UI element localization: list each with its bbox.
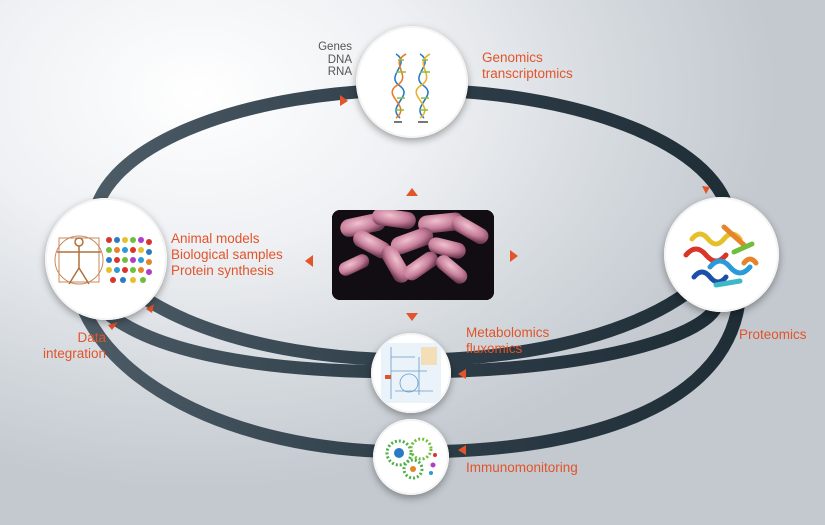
metabolomics-line2: fluxomics (466, 341, 523, 356)
bacteria-micrograph-icon (332, 210, 494, 300)
center-arrow-left (305, 255, 313, 267)
immune-cells-icon (385, 437, 437, 480)
center-arrow-right (510, 250, 518, 262)
center-arrow-down (406, 313, 418, 321)
immunomonitoring-label: Immunomonitoring (466, 460, 578, 476)
bacteria-micrograph (332, 210, 494, 300)
genomics-label-line2: transcriptomics (482, 66, 573, 81)
animal-models-node (45, 198, 167, 320)
proteomics-label: Proteomics (739, 327, 807, 343)
proteomics-label-line1: Proteomics (739, 327, 807, 342)
ring-arrow-top-right (702, 186, 710, 194)
vitruvian-man-icon (54, 235, 152, 285)
protein-structure-icon (683, 224, 759, 288)
center-arrow-up (406, 188, 418, 196)
data-integration-line2: integration (42, 346, 106, 361)
rna-label: RNA (327, 66, 352, 78)
data-integration-line1: Data (77, 330, 106, 345)
metabolomics-line1: Metabolomics (466, 325, 550, 340)
genomics-node (356, 26, 468, 138)
genomics-side-labels: Genes DNA RNA (300, 41, 352, 79)
ring-arrow-left-inner (146, 304, 154, 313)
dna-double-helix-icon (391, 53, 431, 123)
animal-models-label: Animal models Biological samples Protein… (171, 231, 283, 279)
metabolic-pathway-icon (381, 343, 441, 403)
genes-label: Genes (318, 41, 352, 53)
ring-arrow-immuno (458, 445, 466, 455)
metabolomics-label: Metabolomics fluxomics (466, 325, 549, 357)
dna-label: DNA (327, 53, 352, 66)
animal-models-line1: Animal models (171, 231, 260, 246)
ring-arrow-left-lower (108, 322, 118, 330)
animal-models-line2: Biological samples (171, 247, 283, 262)
metabolomics-node (371, 333, 451, 413)
immunomonitoring-node (373, 419, 449, 495)
immunomonitoring-line1: Immunomonitoring (466, 460, 578, 475)
ring-arrow-top-left (340, 95, 348, 106)
data-integration-label: Data integration (38, 330, 106, 362)
ring-arrow-metab (458, 369, 466, 379)
genomics-label-line1: Genomics (482, 50, 543, 65)
genomics-label: Genomics transcriptomics (482, 50, 573, 82)
proteomics-node (664, 197, 779, 312)
protein-grid-icon (106, 237, 152, 283)
animal-models-line3: Protein synthesis (171, 263, 274, 278)
